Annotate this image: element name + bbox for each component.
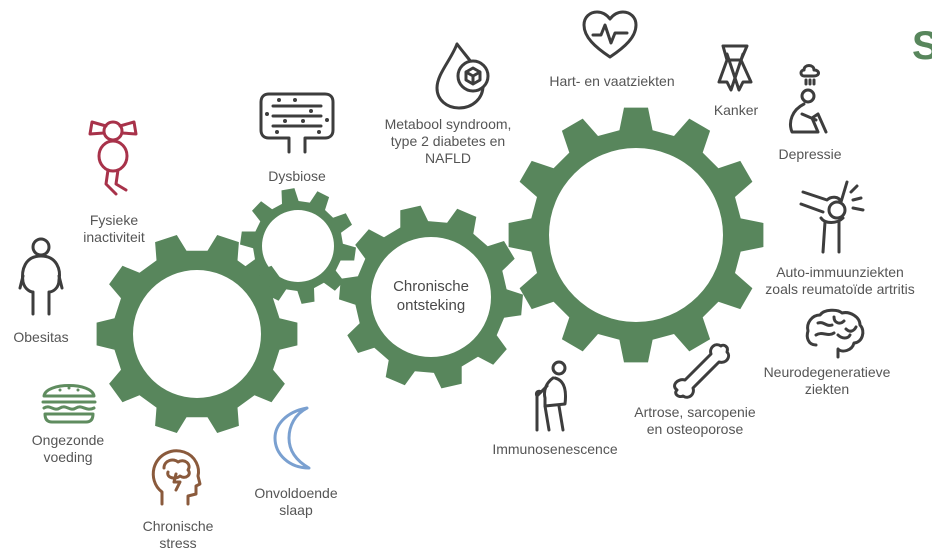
burger-icon <box>41 384 97 424</box>
gear-large-shape <box>508 107 764 363</box>
person-stretching-icon <box>88 120 138 196</box>
heart-pulse-icon <box>582 10 638 59</box>
elderly-person-cane-icon <box>535 360 567 432</box>
brain-icon <box>805 308 865 359</box>
label-kanker: Kanker <box>713 102 759 118</box>
drop-with-cube-icon <box>435 42 490 110</box>
corner-mark: S <box>912 24 932 68</box>
gear-small <box>240 188 356 304</box>
label-obesitas: Obesitas <box>13 329 69 345</box>
crescent-moon-icon <box>273 406 311 470</box>
label-dysbiose: Dysbiose <box>268 168 326 184</box>
knee-joint-icon <box>799 180 865 254</box>
sad-person-cloud-icon <box>789 64 828 134</box>
gear-left <box>96 235 298 433</box>
stressed-head-icon <box>151 449 202 506</box>
label-hart-vaatziekten: Hart- en vaatziekten <box>549 73 675 89</box>
bone-icon <box>673 343 731 399</box>
label-immunosenescence: Immunosenescence <box>492 441 618 457</box>
overweight-person-icon <box>18 237 64 316</box>
gear-left-shape <box>96 235 298 433</box>
center-gear-label: Chronische ontsteking <box>393 278 469 314</box>
gear-center-shape <box>339 205 523 389</box>
cancer-ribbon-icon <box>717 44 753 92</box>
intestine-icon <box>259 92 335 154</box>
label-depressie: Depressie <box>778 146 842 162</box>
gear-large <box>508 107 764 363</box>
gear-small-shape <box>240 188 356 304</box>
gear-center <box>339 205 523 389</box>
